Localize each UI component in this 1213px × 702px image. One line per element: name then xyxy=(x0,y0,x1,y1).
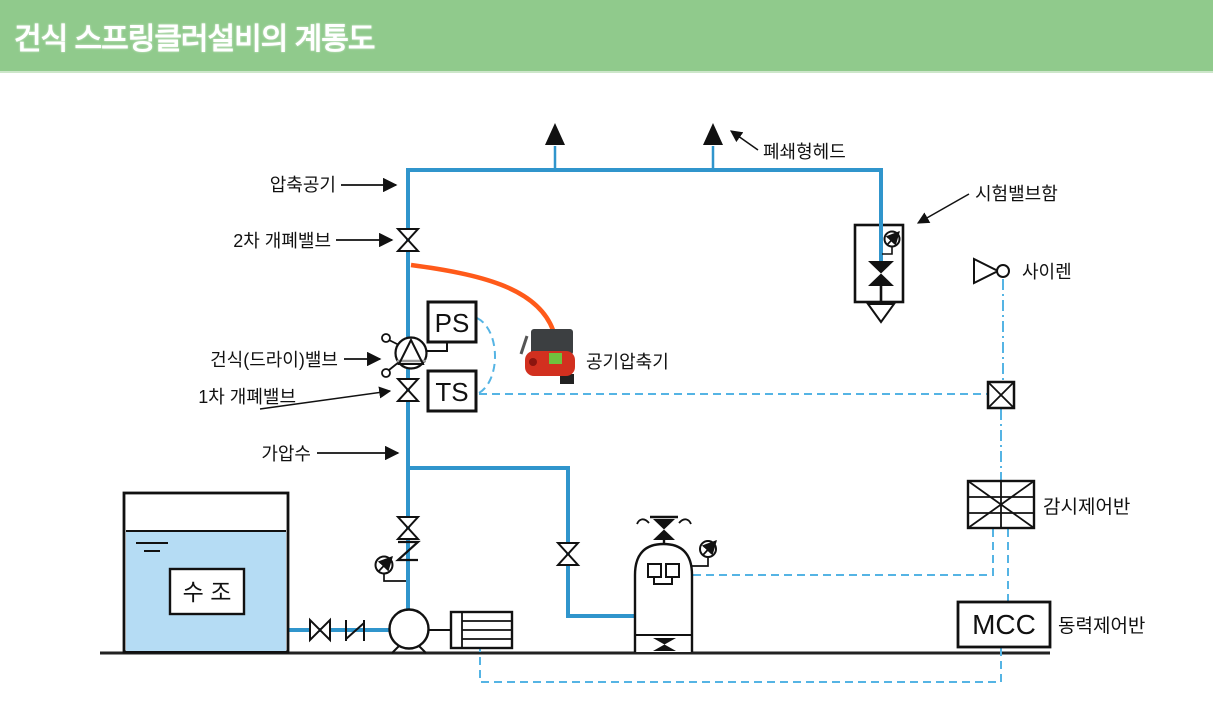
trim-port-icon xyxy=(381,333,391,343)
secondary-valve-label: 2차 개폐밸브 xyxy=(233,231,331,251)
pressure-switch-label: PS xyxy=(435,308,470,338)
dry-valve-label: 건식(드라이)밸브 xyxy=(210,350,338,370)
siren-label: 사이렌 xyxy=(1022,262,1072,282)
callouts: 압축공기 2차 개폐밸브 건식(드라이)밸브 1차 개폐밸브 가압수 폐쇄형헤드… xyxy=(198,130,1145,637)
ps-ts-wire xyxy=(476,317,496,395)
branch-valve-icon xyxy=(555,542,581,566)
branch-pipe xyxy=(408,466,636,618)
air-compressor-icon xyxy=(519,329,575,384)
trim-port-icon xyxy=(381,368,391,378)
riser-check-valve-icon xyxy=(395,540,421,562)
pump-motor-icon xyxy=(449,610,514,650)
drain-funnel-icon xyxy=(866,303,896,324)
pressure-chamber xyxy=(633,515,717,652)
ps-connector xyxy=(426,343,448,352)
chamber-top-valve-icon xyxy=(653,519,675,540)
supervisory-panel-icon xyxy=(966,479,1036,530)
tamper-switch-label: TS xyxy=(435,377,468,407)
water-tank: 수 조 xyxy=(122,491,290,654)
test-valve-icon xyxy=(868,261,894,286)
sprinkler-head-icon xyxy=(545,123,565,145)
chamber-drain-valve-icon xyxy=(653,638,676,651)
fire-pump-icon xyxy=(388,608,430,654)
dry-valve-assembly xyxy=(381,333,448,378)
secondary-shutoff-valve-icon xyxy=(395,228,421,252)
tamper-switch-box xyxy=(426,369,478,413)
primary-valve-label: 1차 개폐밸브 xyxy=(198,387,296,407)
test-valve-box-internals xyxy=(866,230,901,324)
suction-check-valve-icon xyxy=(345,620,365,641)
valves xyxy=(309,228,581,643)
closed-head-label: 폐쇄형헤드 xyxy=(763,142,846,162)
page-title: 건식 스프링클러설비의 계통도 xyxy=(14,23,375,56)
pressure-switch-box xyxy=(426,300,478,344)
water-level-icon xyxy=(136,542,168,552)
air-compressor-label: 공기압축기 xyxy=(586,352,669,372)
mcc-motor-wire xyxy=(479,648,1002,683)
riser-valve-icon xyxy=(395,516,421,540)
air-hose xyxy=(410,262,556,331)
pressurized-water-label: 가압수 xyxy=(261,444,311,464)
chamber-panel-wire xyxy=(682,529,994,576)
compressed-air-label: 압축공기 xyxy=(270,175,336,195)
sprinkler-head-icon xyxy=(703,123,723,145)
junction-box-icon xyxy=(986,380,1016,410)
water-pipes xyxy=(286,146,883,632)
power-panel-label: 동력제어반 xyxy=(1058,615,1145,637)
water-tank-name-box xyxy=(168,567,246,616)
primary-shutoff-valve-icon xyxy=(395,378,421,402)
head-stubs xyxy=(553,146,715,169)
chamber-pressure-switch-icon xyxy=(647,563,662,578)
mcc-box xyxy=(956,600,1052,649)
siren-icon xyxy=(973,257,1010,285)
main-riser-pipe xyxy=(406,168,883,610)
system-diagram: PS TS 수 조 xyxy=(100,123,1145,683)
water-tank-label: 수 조 xyxy=(183,579,232,605)
signal-wiring xyxy=(476,279,1009,683)
mcc-label: MCC xyxy=(972,609,1036,640)
suction-gate-valve-icon xyxy=(309,617,331,643)
riser-gauge-icon xyxy=(374,555,406,582)
chamber-pressure-switch-icon xyxy=(665,563,680,578)
supervisory-panel-label: 감시제어반 xyxy=(1043,496,1130,518)
page-header: 건식 스프링클러설비의 계통도 xyxy=(0,0,1213,73)
test-valve-box-label: 시험밸브함 xyxy=(975,184,1058,204)
